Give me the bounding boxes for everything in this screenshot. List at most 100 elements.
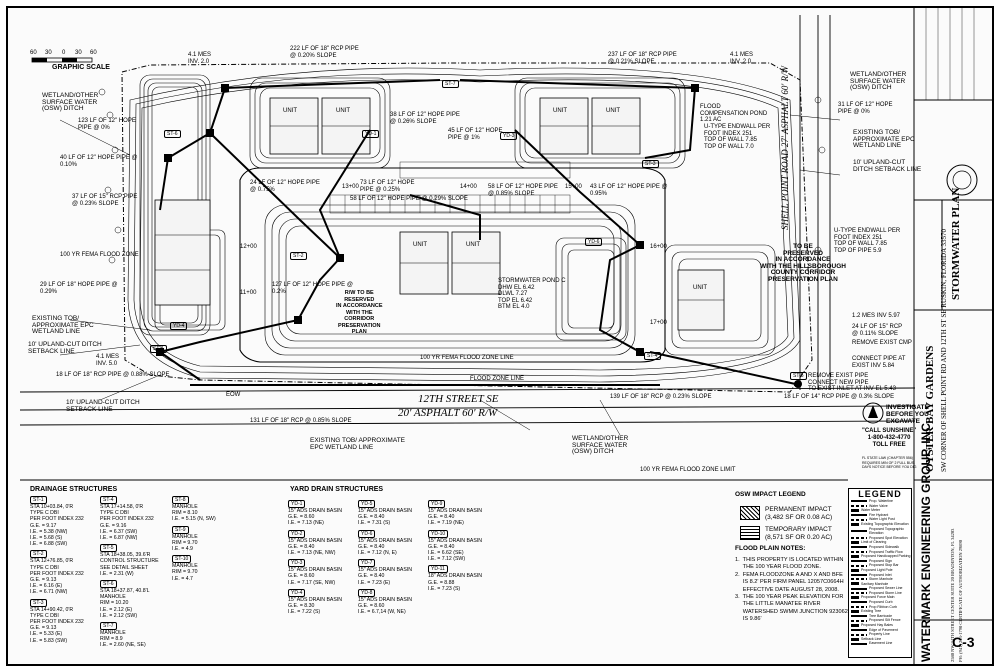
callout-pipe: 24 LF OF 12" HOPE PIPE @ 0.75% [250, 180, 320, 193]
graphic-scale [31, 57, 93, 63]
legend-symbol [851, 560, 867, 563]
legend-label: Existing Tree [861, 609, 882, 614]
legend-label: Limit of Clearing [861, 540, 887, 545]
structure-tag: ST-6 [164, 130, 181, 138]
legend-symbol [851, 541, 859, 545]
osw-temporary: TEMPORARY IMPACT (8,571 SF OR 0.20 AC) [765, 526, 833, 541]
legend-item: Proposed Storm Line [849, 591, 911, 596]
structure-details: MANHOLE RIM = 8.10 I.E. = 5.15 (N, SW) [172, 504, 216, 523]
station-label: 13+00 [342, 184, 359, 190]
sheet-title: STORMWATER PLAN [950, 187, 962, 300]
structure-details: 15" ADS DRAIN BASIN G.E. = 8.60 I.E. = 6… [358, 596, 413, 616]
structure-tag: YD-1 [288, 500, 306, 508]
structure-tag: YD-5 [358, 500, 376, 508]
investigate-call: "CALL SUNSHINE" 1-800-432-4770 TOLL FREE [862, 428, 917, 448]
legend-symbol [851, 514, 867, 517]
legend-symbol [851, 596, 859, 600]
drive-aisle [239, 167, 666, 363]
legend-item: Sanitary Manhole [849, 582, 911, 587]
callout-mes: 4.1 MES INV. 2.0 [188, 52, 212, 65]
legend-label: Water Light Post [869, 517, 895, 522]
legend-item: Existing Tree [849, 609, 911, 614]
structure-tag: YD-7 [358, 559, 376, 568]
structure-tag: ST-10 [172, 555, 192, 564]
callout-fema: 100 YR FEMA FLOOD ZONE LIMIT [640, 467, 736, 473]
legend-item: Tree Barricade [849, 614, 911, 619]
unit-label: UNIT [283, 108, 297, 114]
sheet-number: C-3 [952, 634, 975, 650]
legend-label: Proposed Storm Line [869, 590, 902, 595]
flood-notes-text: 1. THIS PROPERTY IS LOCATED WITHIN THE 1… [735, 557, 848, 623]
structure-details: 15" ADS DRAIN BASIN G.E. = 8.40 I.E. = 6… [428, 537, 483, 563]
structure-tag: YD-8 [358, 588, 376, 597]
legend-symbol [851, 592, 867, 595]
structure-tag: ST-2 [30, 550, 47, 559]
legend-label: Proposed Hay Bales [861, 623, 893, 628]
callout-preserve: TO BE PRESERVED IN ACCORDANCE WITH THE H… [760, 243, 846, 283]
structure-tag: YD-4 [288, 588, 306, 597]
legend-item: Fire Hydrant [849, 513, 911, 518]
callout-pond: STORMWATER POND C DHW EL 6.42 DLWL 7.27 … [498, 278, 566, 310]
legend-label: Prop. Waterline [869, 499, 893, 503]
structure-details: STA 10+03.84, 0'R TYPE C DBI PER FOOT IN… [30, 504, 84, 548]
legend-item: Water Valve [849, 504, 911, 509]
legend-symbol [851, 500, 867, 503]
unit-label: UNIT [466, 242, 480, 248]
callout-pipe: 237 LF OF 18" RCP PIPE @ 0.21% SLOPE [608, 52, 677, 65]
legend-label: Proposed Light Pole [861, 567, 893, 572]
structure-tag: ST-3 [642, 160, 659, 168]
station-label: 16+00 [650, 244, 667, 250]
callout-pipe: 131 LF OF 18" RCP @ 0.85% SLOPE [250, 418, 352, 424]
callout-pipe: 43 LF OF 12" HOPE PIPE @ 0.95% [590, 184, 668, 197]
legend-item: Proposed Light Pole [849, 568, 911, 573]
structure-details: MANHOLE RIM = 9.70 I.E. = 4.7 [172, 563, 198, 582]
legend-item: Easement Line [849, 641, 911, 646]
temporary-hatch [740, 526, 760, 540]
drainage-title: DRAINAGE STRUCTURES [30, 486, 118, 493]
street-name: 12TH STREET SE [418, 393, 499, 405]
legend-label: Setback Line [861, 636, 882, 641]
callout-rw: R/W TO BE RESERVED IN ACCORDANCE WITH TH… [336, 290, 383, 335]
legend-symbol [851, 628, 867, 631]
callout-pipe: 29 LF OF 18" HOPE PIPE @ 0.29% [40, 282, 118, 295]
callout-connect: CONNECT PIPE AT EXIST INV 5.84 [852, 356, 906, 369]
callout-pipe: 73 LF OF 12" HOPE PIPE @ 0.25% [360, 180, 415, 193]
legend-label: Proposed Topographic Elevation [869, 526, 904, 536]
structure-tag: ST-2 [290, 252, 307, 260]
structure-tag: ST-4 [644, 352, 661, 360]
structure-tag: ST-1 [30, 496, 47, 504]
callout-pipe: 18 LF OF 18" RCP PIPE @ 0.88% SLOPE [56, 372, 170, 378]
legend-label: Water Valve [869, 503, 888, 508]
structure-tag: YD-11 [428, 565, 448, 574]
structure-details: 15" ADS DRAIN BASIN G.E. = 8.60 I.E. = 7… [288, 508, 343, 527]
callout-pond: FLOOD COMPENSATION POND 1.21 AC [700, 104, 768, 123]
investigate-badge [862, 402, 884, 424]
legend-symbol [851, 554, 859, 558]
scale-tick: 30 [75, 50, 82, 56]
structure-details: STA 12+76.85, 0'R TYPE C DBI PER FOOT IN… [30, 558, 84, 596]
callout-flood: FLOOD ZONE LINE [470, 376, 525, 382]
legend-label: Edge of Pavement [869, 627, 898, 632]
legend-item: Limit of Clearing [849, 540, 911, 545]
callout-endwall: U-TYPE ENDWALL PER FOOT INDEX 251 TOP OF… [834, 228, 901, 254]
legend-symbol [851, 522, 859, 526]
unit-label: UNIT [413, 242, 427, 248]
station-label: 12+00 [240, 244, 257, 250]
callout-upland: 10' UPLAND-CUT DITCH SETBACK LINE [28, 341, 102, 355]
structure-details: 15" ADS DRAIN BASIN G.E. = 8.40 I.E. = 7… [288, 537, 343, 557]
legend-item: Prop. Waterline [849, 499, 911, 504]
legend-item: Property Line [849, 632, 911, 637]
legend-label: Proposed Silt Fence [869, 618, 901, 623]
